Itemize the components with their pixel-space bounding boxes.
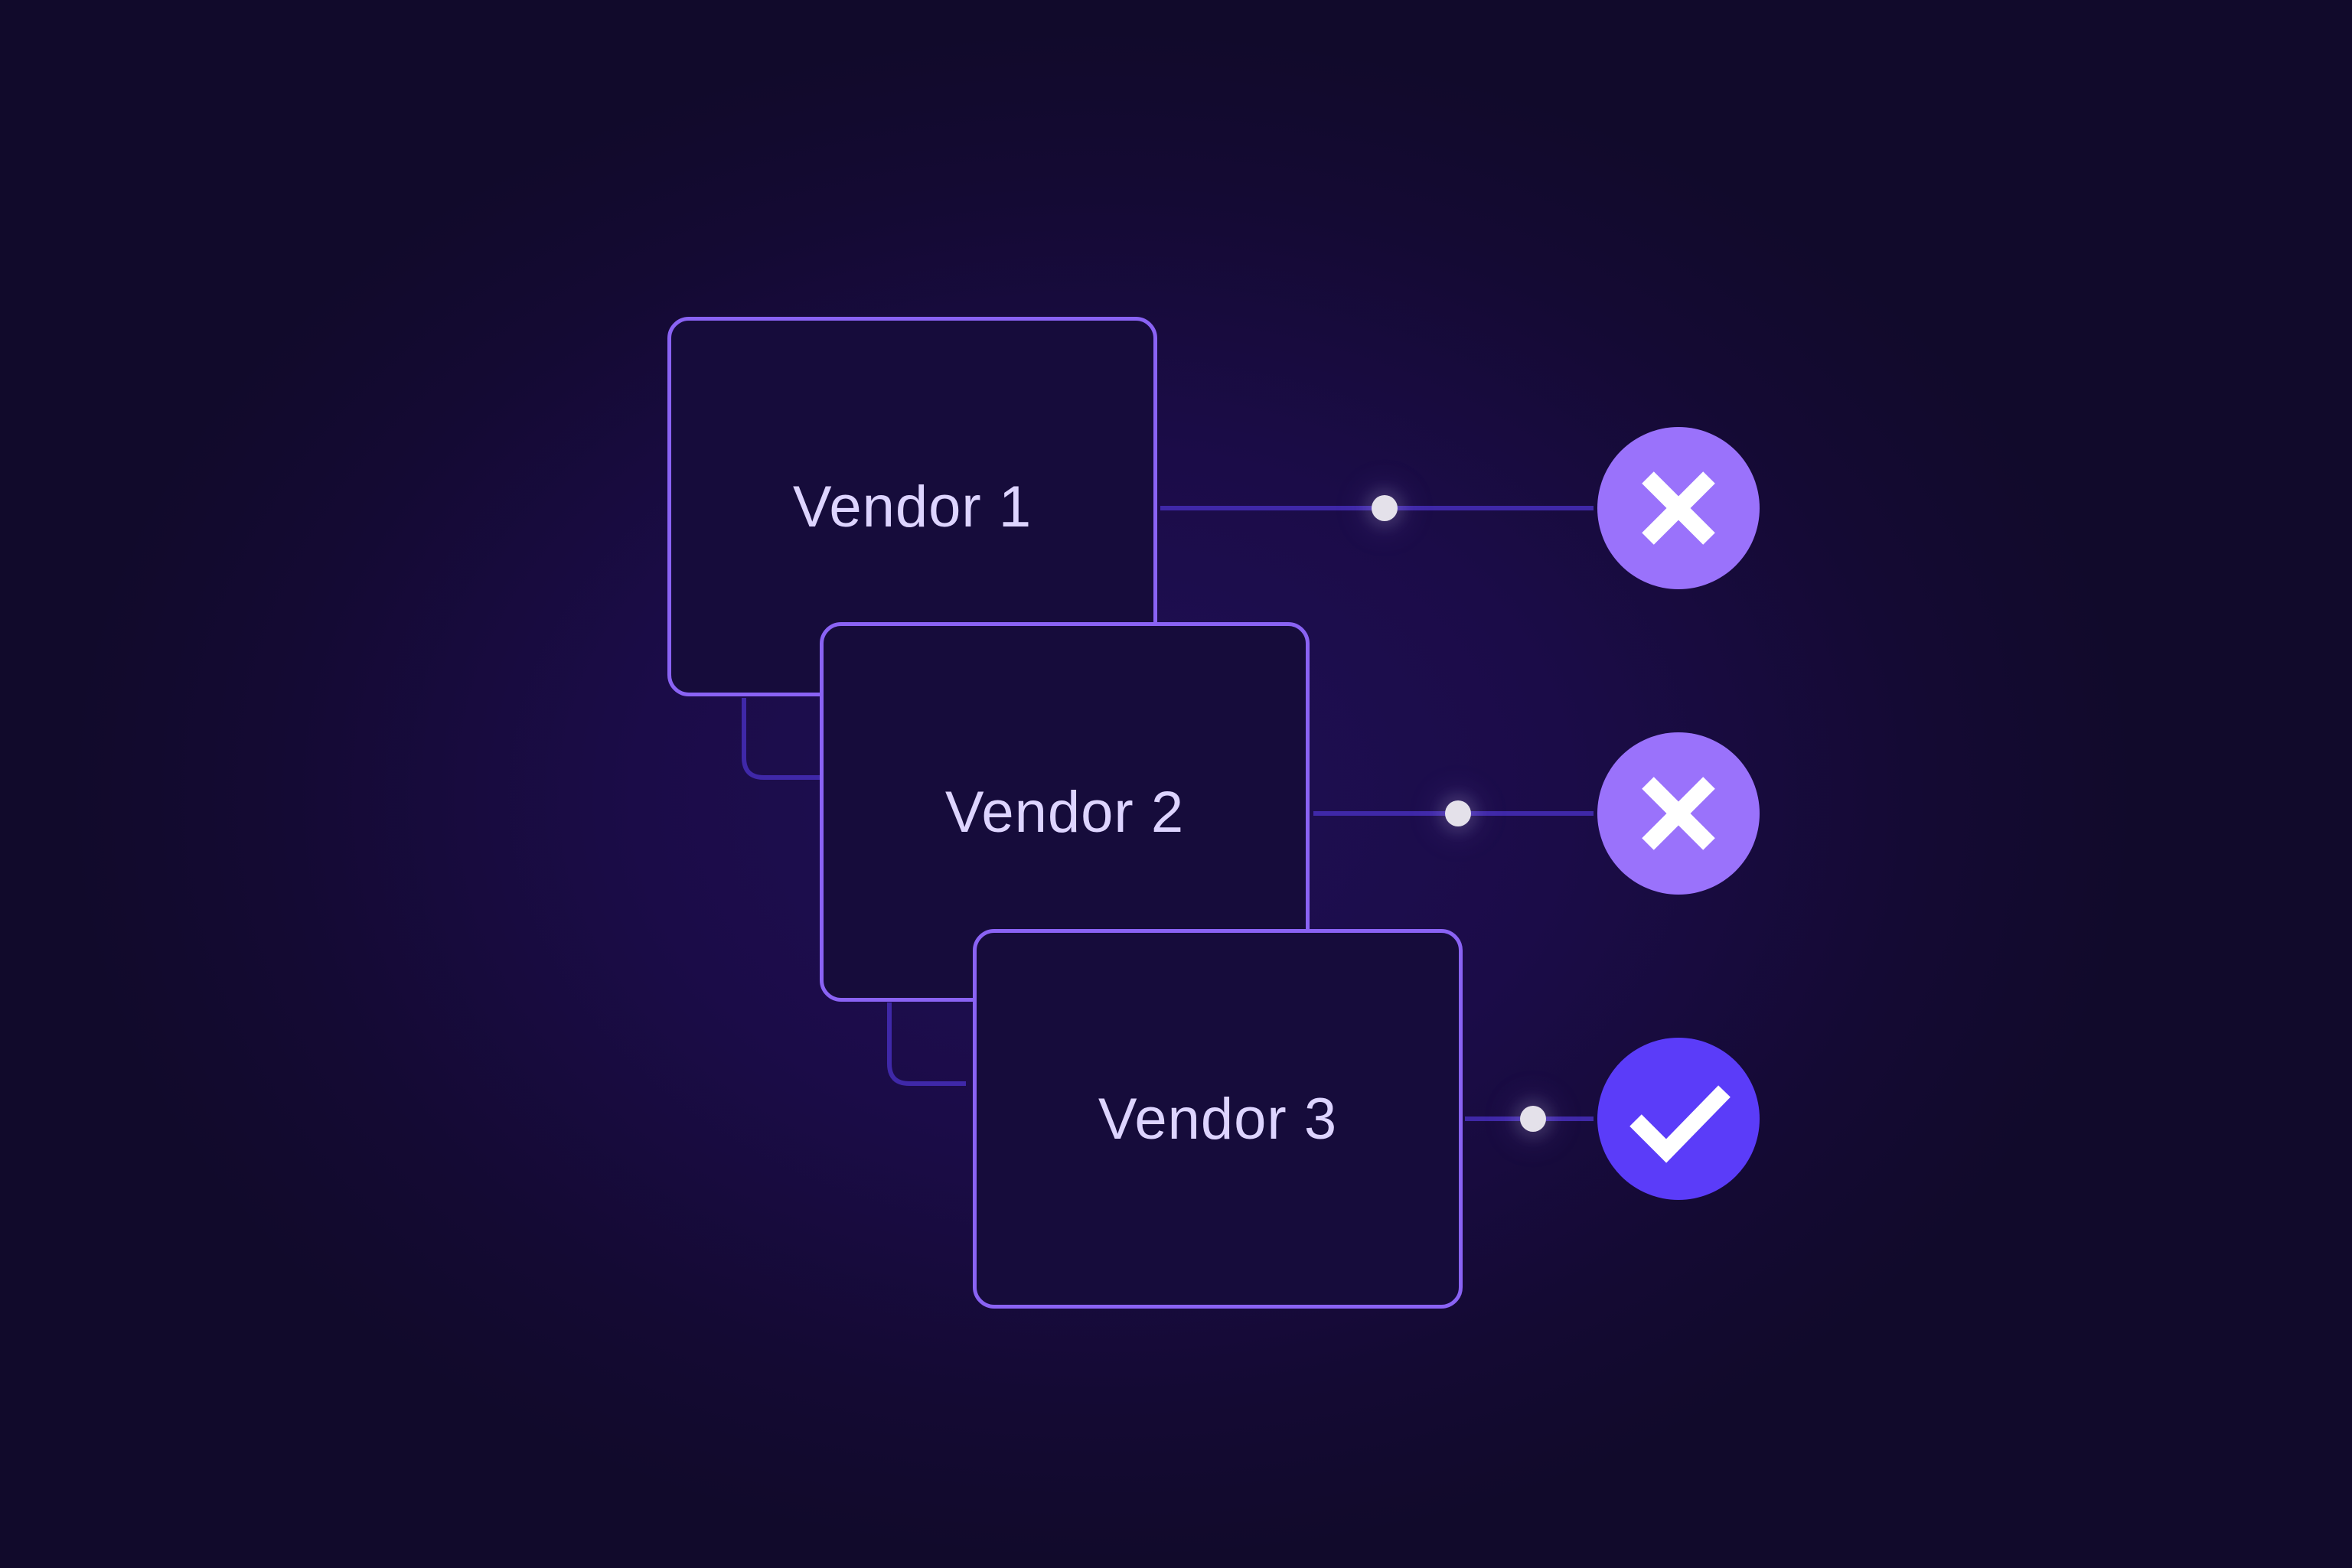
x-icon [1642, 471, 1715, 545]
connection-dot-1 [1372, 495, 1398, 521]
status-badge-rejected [1597, 427, 1760, 589]
vendor-label: Vendor 1 [792, 474, 1032, 540]
vendor-label: Vendor 2 [944, 779, 1185, 845]
connection-dot-3 [1520, 1106, 1546, 1132]
x-icon [1642, 777, 1715, 850]
bracket-line-1 [742, 698, 820, 780]
bracket-line-2 [887, 1002, 966, 1086]
status-badge-approved [1597, 1038, 1760, 1200]
vendor-label: Vendor 3 [1098, 1086, 1338, 1152]
check-icon [1629, 1085, 1731, 1163]
connection-dot-2 [1445, 800, 1471, 826]
status-badge-rejected [1597, 732, 1760, 895]
vendor-card-3[interactable]: Vendor 3 [973, 929, 1463, 1309]
